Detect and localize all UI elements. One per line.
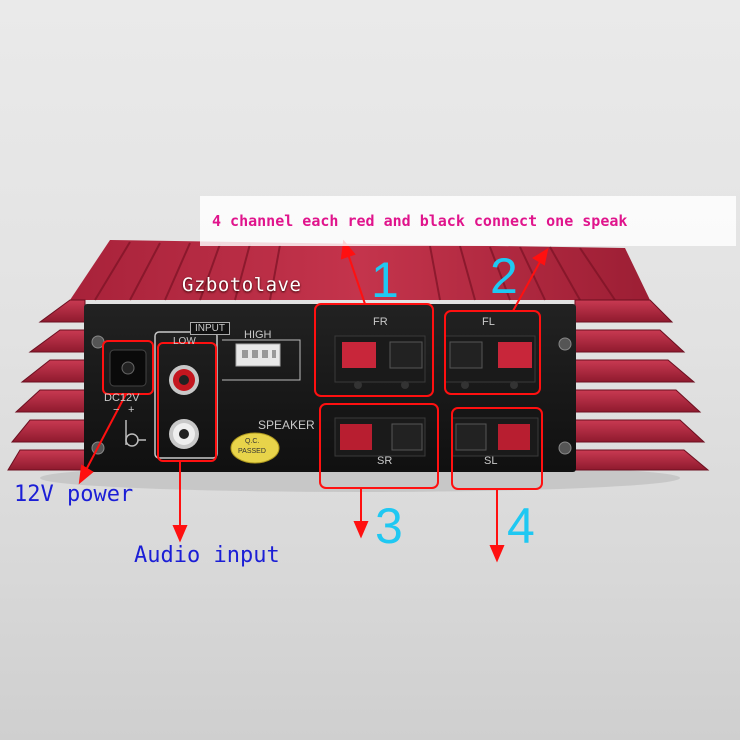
speaker-terminals xyxy=(334,335,539,457)
label-sr: SR xyxy=(377,455,393,467)
channel-number-1: 1 xyxy=(371,252,399,308)
rca-jack-white xyxy=(169,419,199,449)
power-symbol xyxy=(125,420,146,447)
high-input-connector xyxy=(235,343,281,367)
label-sl: SL xyxy=(484,455,498,467)
high-frame xyxy=(222,339,301,381)
label-low: LOW xyxy=(173,336,196,347)
label-minus: − xyxy=(113,404,120,416)
annotation-arrows xyxy=(78,239,549,563)
label-audio-input: Audio input xyxy=(134,543,280,568)
label-qc: Q.C. xyxy=(245,438,260,445)
panel-screws xyxy=(91,335,572,455)
brand-name: Gzbotolave xyxy=(182,274,302,296)
channel-number-2: 2 xyxy=(490,248,518,304)
label-high: HIGH xyxy=(244,329,272,341)
label-dc12v: DC12V xyxy=(104,392,140,404)
dc-jack xyxy=(109,349,147,387)
caption-banner: 4 channel each red and black connect one… xyxy=(200,196,736,246)
label-input: INPUT xyxy=(190,322,230,335)
caption-text: 4 channel each red and black connect one… xyxy=(212,212,628,230)
label-passed: PASSED xyxy=(238,448,266,455)
rca-jack-red xyxy=(169,365,199,395)
label-12v-power: 12V power xyxy=(14,482,134,507)
heatsink xyxy=(7,240,710,471)
label-fr: FR xyxy=(373,316,388,328)
label-speaker: SPEAKER xyxy=(258,418,315,432)
qc-sticker xyxy=(230,432,280,464)
channel-number-3: 3 xyxy=(375,498,403,554)
label-fl: FL xyxy=(482,316,495,328)
label-plus: + xyxy=(128,404,135,416)
channel-number-4: 4 xyxy=(507,498,535,554)
